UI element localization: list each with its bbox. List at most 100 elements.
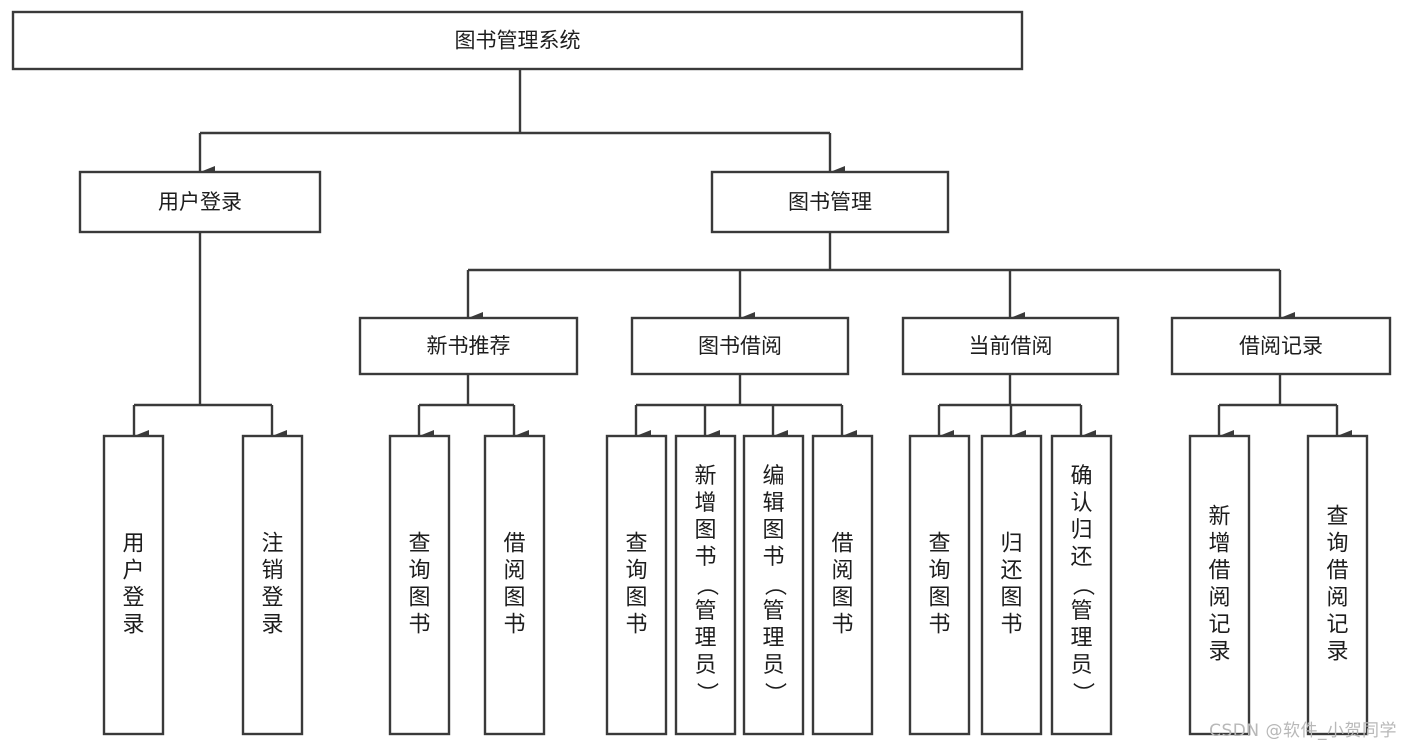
node-label-char: 理 (694, 626, 716, 651)
node-box-outline[interactable] (1188, 434, 1251, 736)
node-label-char: 图 (694, 518, 716, 543)
connector-record-to-leaves-bus (1217, 374, 1352, 442)
node-box-outline[interactable] (388, 434, 451, 736)
node-box-outline[interactable] (811, 434, 874, 736)
node-label-char: 记 (1208, 613, 1230, 638)
node-label-char: 查 (625, 532, 647, 557)
node-label-char: ） (1070, 682, 1095, 704)
node-label-char: 图 (762, 518, 784, 543)
connector-current-to-leaves-bus (937, 374, 1096, 442)
node-label-char: 借 (1326, 559, 1348, 584)
node-level2-新书推荐[interactable]: 新书推荐 (358, 316, 579, 376)
node-label-char: 询 (928, 559, 950, 584)
node-box-outline[interactable] (908, 434, 971, 736)
csdn-watermark: CSDN @软件_小贺同学 (1209, 721, 1397, 741)
node-label-char: 新 (694, 464, 716, 489)
node-label-char: 查 (928, 532, 950, 557)
node-box-outline[interactable] (241, 434, 304, 736)
connector-root-to-level1-bus (198, 69, 845, 178)
node-label-char: 注 (261, 532, 283, 557)
node-box-outline[interactable] (1050, 434, 1113, 736)
node-box-outline[interactable] (1306, 434, 1369, 736)
node-label-char: 阅 (1326, 586, 1348, 611)
node-label-char: （ (1070, 574, 1095, 596)
node-label-char: 书 (625, 613, 647, 638)
node-label-char: 借 (831, 532, 853, 557)
node-level2-当前借阅[interactable]: 当前借阅 (901, 316, 1120, 376)
connector-newbook-to-leaves-bus (417, 374, 529, 442)
node-label-char: 辑 (762, 491, 784, 516)
node-label-char: 图 (1000, 586, 1022, 611)
node-label: 新书推荐 (427, 334, 511, 358)
node-level2-图书借阅[interactable]: 图书借阅 (630, 316, 850, 376)
node-label-char: 图 (625, 586, 647, 611)
node-label-char: 查 (408, 532, 430, 557)
node-label-char: 户 (122, 559, 144, 584)
node-label-char: 图 (831, 586, 853, 611)
node-label: 当前借阅 (969, 334, 1053, 358)
node-box-outline[interactable] (742, 434, 805, 736)
node-label-char: 录 (1208, 640, 1230, 665)
node-label-char: 录 (261, 613, 283, 638)
node-box-outline[interactable] (674, 434, 737, 736)
node-box-outline[interactable] (901, 316, 1120, 376)
node-label: 图书借阅 (698, 334, 782, 358)
node-label-char: 记 (1326, 613, 1348, 638)
node-box-outline[interactable] (980, 434, 1043, 736)
node-box-outline[interactable] (1170, 316, 1392, 376)
node-box-outline[interactable] (630, 316, 850, 376)
node-level1-用户登录[interactable]: 用户登录 (78, 170, 322, 234)
node-label-char: 管 (762, 599, 784, 624)
node-label-char: （ (762, 574, 787, 596)
node-box-outline[interactable] (102, 434, 165, 736)
node-label-char: 员 (762, 653, 784, 678)
node-label-char: 书 (762, 545, 784, 570)
node-label-char: 销 (261, 559, 283, 584)
node-label-char: 录 (122, 613, 144, 638)
node-box-outline[interactable] (11, 10, 1024, 71)
node-box-outline[interactable] (78, 170, 322, 234)
node-label-char: 借 (1208, 559, 1230, 584)
node-label-char: 用 (122, 532, 144, 557)
node-boxes-layer: 图书管理系统用户登录图书管理新书推荐图书借阅当前借阅借阅记录用户登录注销登录查询… (11, 10, 1392, 736)
node-leaf-用户登录[interactable]: 用户登录 (102, 434, 165, 736)
node-box-outline[interactable] (358, 316, 579, 376)
connector-bookmgmt-to-level2-bus (466, 232, 1295, 324)
node-box-outline[interactable] (710, 170, 950, 234)
connector-userlogin-to-leaves-bus (132, 232, 287, 442)
node-root-图书管理系统[interactable]: 图书管理系统 (11, 10, 1024, 71)
node-level2-借阅记录[interactable]: 借阅记录 (1170, 316, 1392, 376)
node-label-char: 阅 (831, 559, 853, 584)
node-label-char: 归 (1070, 518, 1092, 543)
node-label-char: 增 (694, 491, 716, 516)
node-label-char: 书 (503, 613, 525, 638)
node-box-outline[interactable] (605, 434, 668, 736)
node-level1-图书管理[interactable]: 图书管理 (710, 170, 950, 234)
node-box-outline[interactable] (483, 434, 546, 736)
node-label-char: 询 (408, 559, 430, 584)
node-label-char: 查 (1326, 505, 1348, 530)
node-label-char: 图 (928, 586, 950, 611)
node-label-char: （ (694, 574, 719, 596)
